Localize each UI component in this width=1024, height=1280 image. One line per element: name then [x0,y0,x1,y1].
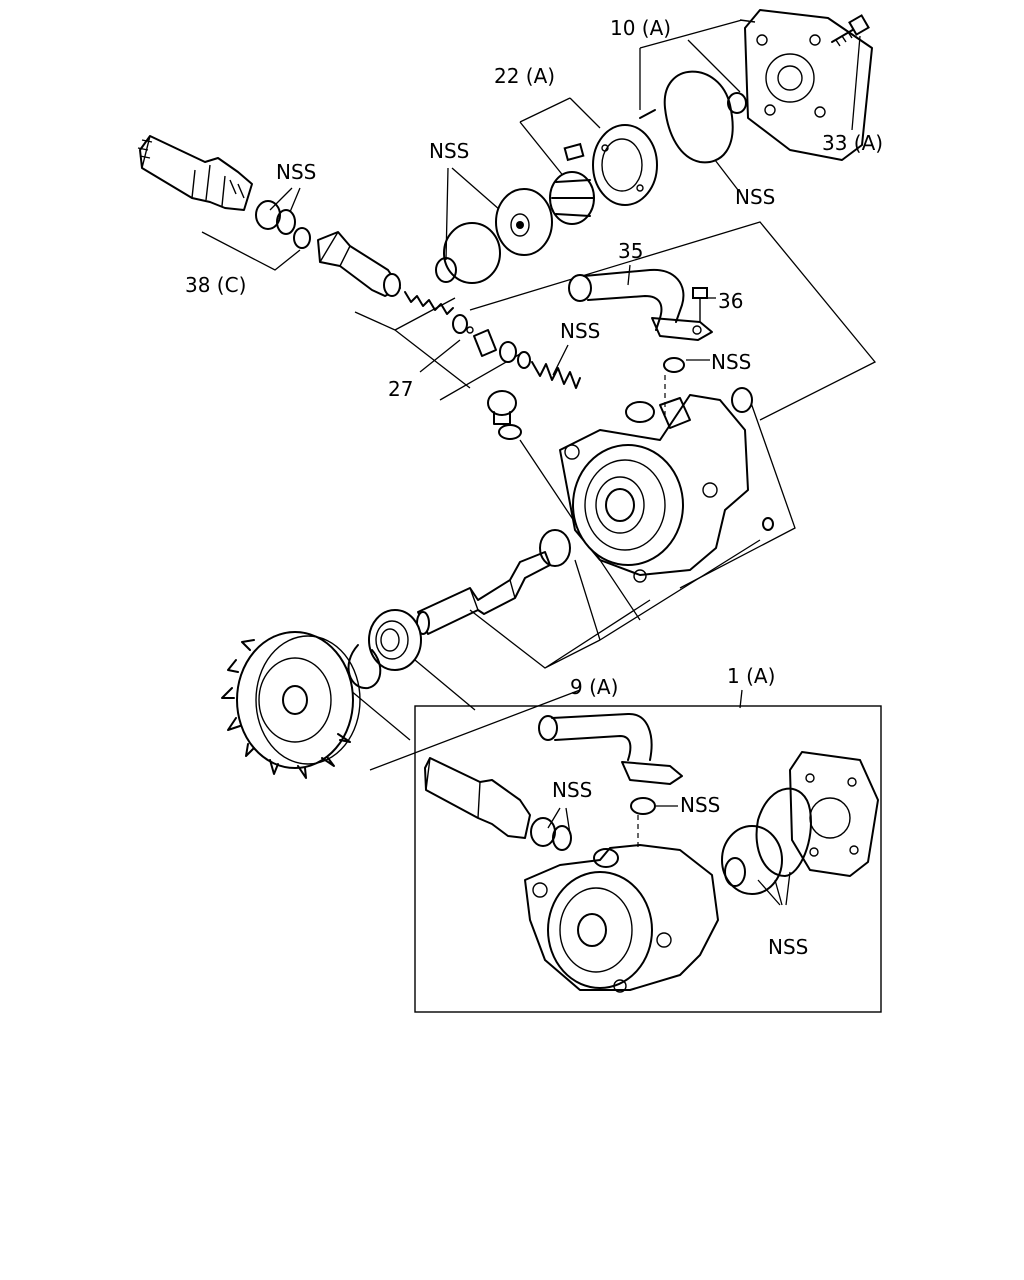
pump-housing [559,375,749,583]
o-rings-union [255,200,296,235]
suction-pipe-35 [568,268,713,341]
valve-spring [404,291,531,369]
label-part-22: 22 (A) [494,64,555,88]
label-nss-2: NSS [429,139,469,163]
spring-nss [531,361,581,389]
label-part-1: 1 (A) [727,664,775,688]
bolt-33 [831,14,870,47]
drive-gear [221,631,361,779]
bolt-36 [692,287,708,322]
o-ring-35 [663,357,685,373]
label-part-10: 10 (A) [610,16,671,40]
vane-rotor [549,142,595,225]
label-part-38: 38 (C) [185,273,246,297]
label-nss-5: NSS [711,350,751,374]
plug-bolt [487,390,522,440]
o-rings-pressure-plate [435,222,501,284]
label-part-9: 9 (A) [570,675,618,699]
callout-labels: 10 (A) 22 (A) 33 (A) NSS NSS NSS 38 (C) … [185,16,883,959]
drive-shaft [416,551,551,635]
cam-ring [592,124,658,206]
label-nss-6: NSS [552,778,592,802]
oil-seal [539,529,571,567]
label-nss-8: NSS [768,935,808,959]
label-nss-1: NSS [276,160,316,184]
label-part-27: 27 [388,377,413,401]
rear-cover-plate [739,9,873,161]
label-part-33: 33 (A) [822,131,883,155]
label-nss-3: NSS [735,185,775,209]
dowel-pin [639,92,747,119]
label-nss-7: NSS [680,793,720,817]
housing-bushing [731,387,753,413]
housing-dowel [762,517,774,531]
union-fitting-38 [137,135,253,211]
label-part-36: 36 [718,289,743,313]
bearing [368,609,422,671]
pressure-plate [495,188,553,256]
leader-lines [201,19,877,906]
seal-washer [293,227,311,249]
assembly-inset [414,705,882,1013]
label-nss-4: NSS [560,319,600,343]
flow-control-valve [317,231,401,297]
label-part-35: 35 [618,239,643,263]
gasket-ring [663,70,734,164]
